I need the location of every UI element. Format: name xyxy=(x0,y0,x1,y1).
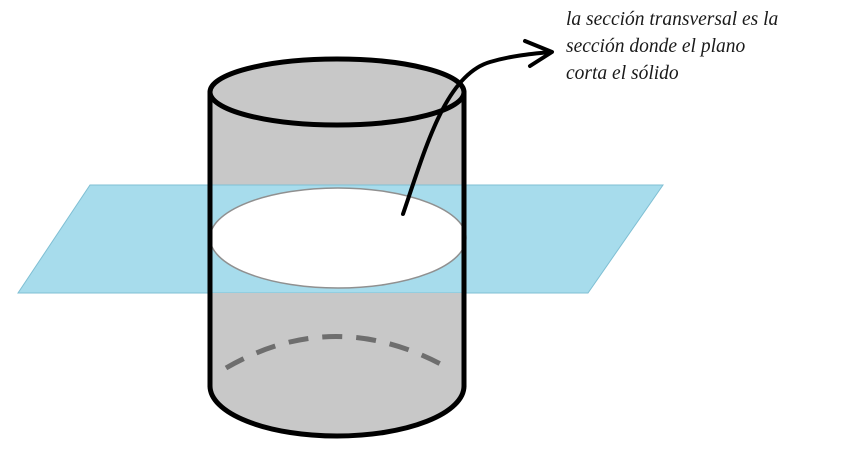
cylinder-bottom-front-arc xyxy=(207,383,467,439)
annotation-caption: la sección transversal es la sección don… xyxy=(566,6,846,87)
cross-section-ellipse xyxy=(209,187,467,289)
cylinder-bottom-hidden-arc xyxy=(224,334,450,371)
caption-line-3: corta el sólido xyxy=(566,63,679,84)
cylinder-top-face xyxy=(207,56,467,128)
caption-line-2: sección donde el plano xyxy=(566,36,746,57)
annotation-arrowhead xyxy=(523,39,554,68)
caption-line-1: la sección transversal es la xyxy=(566,9,779,30)
annotation-arrow xyxy=(401,50,552,216)
cylinder-body-front xyxy=(210,293,464,436)
